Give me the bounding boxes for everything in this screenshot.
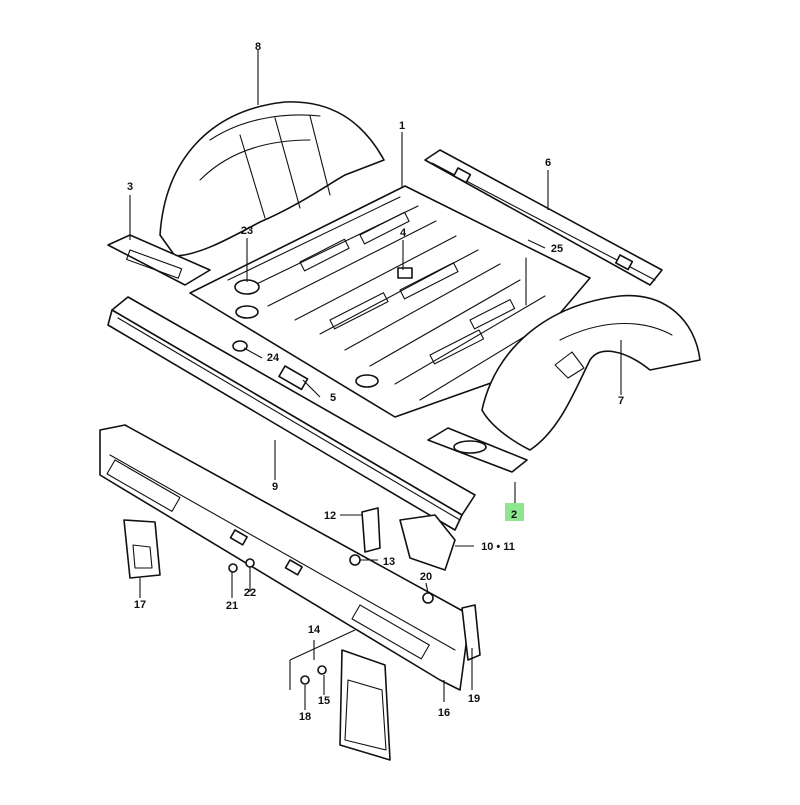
callout-14: 14 <box>308 624 321 636</box>
side-bracket-left <box>107 234 211 286</box>
callout-24: 24 <box>267 352 280 364</box>
callout-18: 18 <box>299 711 311 723</box>
callout-12: 12 <box>324 510 336 522</box>
side-bracket-right <box>427 427 528 473</box>
callout-23: 23 <box>241 225 253 237</box>
callout-9: 9 <box>272 481 278 493</box>
wheelhouse-right <box>481 294 701 451</box>
rear-bumper <box>99 424 471 691</box>
cross-member-rear <box>424 149 663 286</box>
callout-16: 16 <box>438 707 450 719</box>
callout-5: 5 <box>330 392 336 404</box>
callout-8: 8 <box>255 41 261 53</box>
callout-4: 4 <box>400 227 407 239</box>
leader-lines <box>129 50 622 710</box>
callout-22: 22 <box>244 587 256 599</box>
callout-1: 1 <box>399 120 405 132</box>
callout-13: 13 <box>383 556 395 568</box>
callout-15: 15 <box>318 695 330 707</box>
callout-labels: 1 2 3 4 5 6 7 8 9 10 • 11 12 13 14 15 17… <box>127 41 624 723</box>
mud-flap <box>123 519 391 761</box>
callout-25: 25 <box>551 243 563 255</box>
callout-2: 2 <box>511 509 517 521</box>
wheelhouse-left <box>159 101 385 257</box>
callout-10-11: 10 • 11 <box>481 541 515 553</box>
callout-19: 19 <box>468 693 480 705</box>
callout-2-highlight <box>505 503 524 521</box>
callout-17: 17 <box>134 599 146 611</box>
side-rail <box>107 296 476 531</box>
callout-21: 21 <box>226 600 238 612</box>
callout-20: 20 <box>420 571 432 583</box>
callout-7: 7 <box>618 395 624 407</box>
tail-bracket <box>349 507 481 661</box>
callout-3: 3 <box>127 181 133 193</box>
callout-6: 6 <box>545 157 551 169</box>
